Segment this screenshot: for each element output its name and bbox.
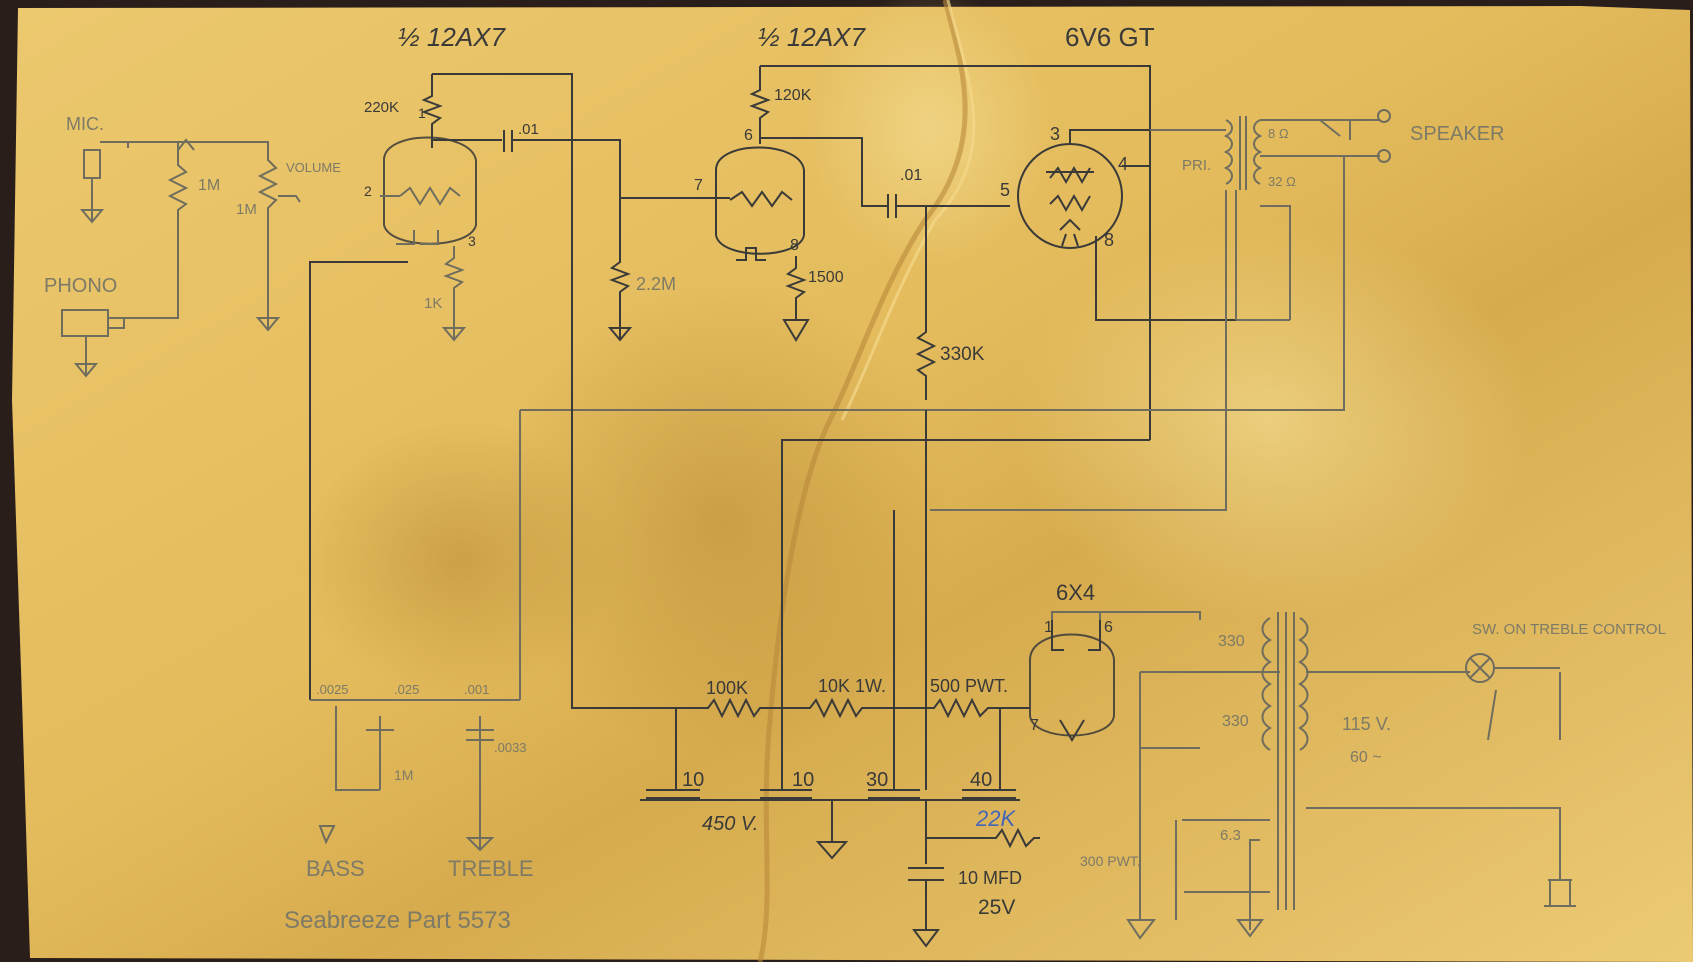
tone-pot-1m: 1M bbox=[394, 767, 413, 783]
r-1k: 1K bbox=[424, 295, 442, 312]
phono-jack bbox=[61, 309, 125, 378]
r-2-2m: 2.2M bbox=[636, 274, 676, 294]
pin-v1-1: 1 bbox=[418, 105, 426, 121]
rectifier-label: 6X4 bbox=[1056, 580, 1095, 605]
tap-32-ohm: 32 Ω bbox=[1268, 174, 1296, 189]
tone-c-025: .025 bbox=[394, 682, 419, 697]
phono-label: PHONO bbox=[44, 275, 117, 297]
pin-v3-5: 5 bbox=[1000, 180, 1010, 200]
treble-label: TREBLE bbox=[448, 856, 534, 881]
r-100k: 100K bbox=[706, 678, 748, 698]
r-220k: 220K bbox=[364, 99, 399, 116]
switch-label: SW. ON TREBLE CONTROL bbox=[1472, 621, 1666, 638]
tube-v1 bbox=[380, 136, 477, 245]
pin-v3-3: 3 bbox=[1050, 124, 1060, 144]
pt-6-3v: 6.3 bbox=[1220, 827, 1241, 844]
pt-330-a: 330 bbox=[1218, 633, 1245, 650]
pri-label: PRI. bbox=[1182, 157, 1211, 174]
cap-10-a: 10 bbox=[682, 769, 704, 791]
pin-v3-4: 4 bbox=[1118, 154, 1128, 174]
r-500-pwt: 500 PWT. bbox=[930, 676, 1008, 696]
pt-330-b: 330 bbox=[1222, 713, 1249, 730]
filter-cap-bank bbox=[640, 789, 1020, 801]
output-transformer bbox=[1223, 116, 1263, 190]
tube-v2 bbox=[702, 146, 805, 261]
pin-v1-3: 3 bbox=[468, 233, 476, 249]
r-1500: 1500 bbox=[808, 269, 844, 286]
pin-rect-1: 1 bbox=[1044, 619, 1053, 636]
tube-rectifier bbox=[1029, 620, 1115, 742]
r-120k: 120K bbox=[774, 87, 812, 104]
cap-10-b: 10 bbox=[792, 769, 814, 791]
pin-v3-8: 8 bbox=[1104, 230, 1114, 250]
tube-label-v2: ½ 12AX7 bbox=[758, 22, 867, 52]
tube-label-v3: 6V6 GT bbox=[1065, 22, 1155, 52]
cap-25v: 25V bbox=[978, 896, 1015, 919]
c-01-b: .01 bbox=[900, 167, 922, 184]
paper-tear bbox=[757, 0, 968, 962]
mic-label: MIC. bbox=[66, 114, 104, 134]
cap-10mfd: 10 MFD bbox=[958, 868, 1022, 888]
pin-v2-6: 6 bbox=[744, 127, 753, 144]
pin-v2-7: 7 bbox=[694, 177, 703, 194]
pt-60hz: 60 ~ bbox=[1350, 749, 1382, 766]
tone-c-0033: .0033 bbox=[494, 740, 527, 755]
r-330k: 330K bbox=[940, 344, 985, 365]
tone-c-001: .001 bbox=[464, 682, 489, 697]
part-number: Seabreeze Part 5573 bbox=[284, 907, 511, 934]
pin-v1-2: 2 bbox=[364, 183, 372, 199]
pilot-300-pwt: 300 PWT. bbox=[1080, 853, 1141, 869]
pin-rect-7: 7 bbox=[1030, 717, 1039, 734]
tone-c-0025: .0025 bbox=[316, 682, 349, 697]
cap-450v: 450 V. bbox=[702, 813, 758, 835]
volume-label: VOLUME bbox=[286, 160, 341, 175]
tap-8-ohm: 8 Ω bbox=[1268, 126, 1289, 141]
cap-40: 40 bbox=[970, 769, 992, 791]
r-1m-volume: 1M bbox=[236, 201, 257, 218]
cap-30: 30 bbox=[866, 769, 888, 791]
r-1m-input: 1M bbox=[198, 177, 220, 194]
pt-115v: 115 V. bbox=[1342, 714, 1391, 734]
binder-hole bbox=[0, 98, 14, 138]
power-transformer bbox=[1261, 612, 1309, 910]
c-01-a: .01 bbox=[518, 121, 539, 138]
pin-v2-8: 8 bbox=[790, 237, 799, 254]
tube-label-v1: ½ 12AX7 bbox=[398, 22, 507, 52]
r-22k: 22K bbox=[975, 806, 1016, 831]
pin-rect-6: 6 bbox=[1104, 619, 1113, 636]
speaker-label: SPEAKER bbox=[1410, 123, 1504, 145]
binder-hole bbox=[0, 798, 14, 842]
bass-label: BASS bbox=[306, 856, 365, 881]
r-10k-1w: 10K 1W. bbox=[818, 676, 886, 696]
